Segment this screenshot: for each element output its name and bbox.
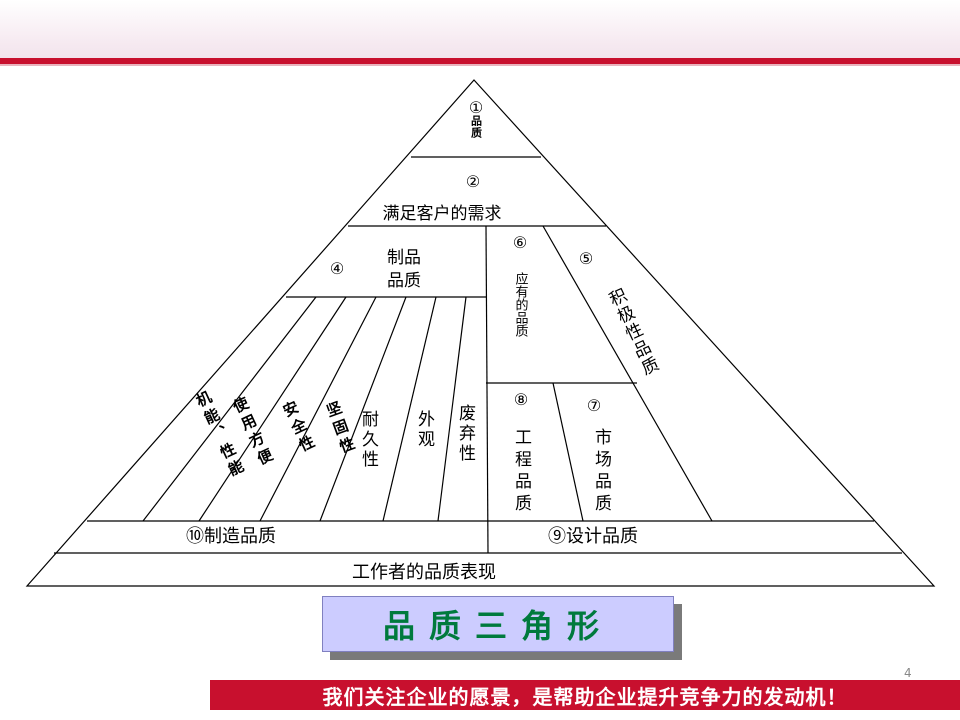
num-1: ① — [469, 98, 483, 117]
header-red-rule — [0, 58, 960, 64]
label-7: 市场品质 — [591, 428, 612, 516]
attr-divider-3 — [259, 296, 377, 522]
attr-divider-6 — [437, 296, 467, 522]
num-2: ② — [466, 172, 480, 191]
header-band — [0, 0, 960, 60]
tier2-label: 满足客户的需求 — [383, 204, 502, 224]
right-divider-8-7 — [552, 382, 584, 522]
attr-label-4: 坚固性 — [323, 399, 359, 459]
attr-divider-2 — [198, 296, 347, 522]
attr-divider-5 — [382, 296, 437, 522]
footer-slogan: 我们关注企业的愿景，是帮助企业提升竞争力的发动机！ — [210, 680, 960, 710]
label-6: 应有的品质 — [513, 271, 529, 337]
top-label: 品质 — [470, 115, 483, 139]
pyramid-outline — [25, 79, 936, 587]
pyramid-lines — [25, 79, 936, 587]
design-quality-label: ⑨设计品质 — [548, 526, 638, 547]
tier3-label-1: 制品 — [387, 248, 421, 268]
attr-label-3: 安全性 — [279, 397, 320, 457]
header-pink-rule — [0, 64, 960, 66]
label-5: 积极性品质 — [603, 286, 662, 381]
num-7: ⑦ — [587, 396, 601, 415]
page-title: 品质三角形 — [322, 596, 674, 652]
mfg-quality-label: ⑩制造品质 — [186, 526, 276, 547]
attr-label-7: 废弃性 — [455, 404, 476, 464]
right-divider-diagonal — [542, 225, 713, 522]
num-5: ⑤ — [579, 249, 593, 268]
tier3-label-2: 品质 — [387, 271, 421, 291]
attr-label-5: 耐久性 — [358, 410, 379, 470]
attr-divider-4 — [319, 296, 407, 522]
num-4: ④ — [330, 259, 344, 278]
num-8: ⑧ — [514, 390, 528, 409]
base-label: 工作者的品质表现 — [352, 562, 496, 583]
attr-divider-1 — [142, 296, 317, 522]
num-6: ⑥ — [513, 233, 527, 252]
page-number: 4 — [904, 666, 912, 680]
center-divider — [485, 225, 489, 554]
attr-label-6: 外观 — [414, 410, 435, 450]
label-8: 工程品质 — [511, 428, 532, 516]
